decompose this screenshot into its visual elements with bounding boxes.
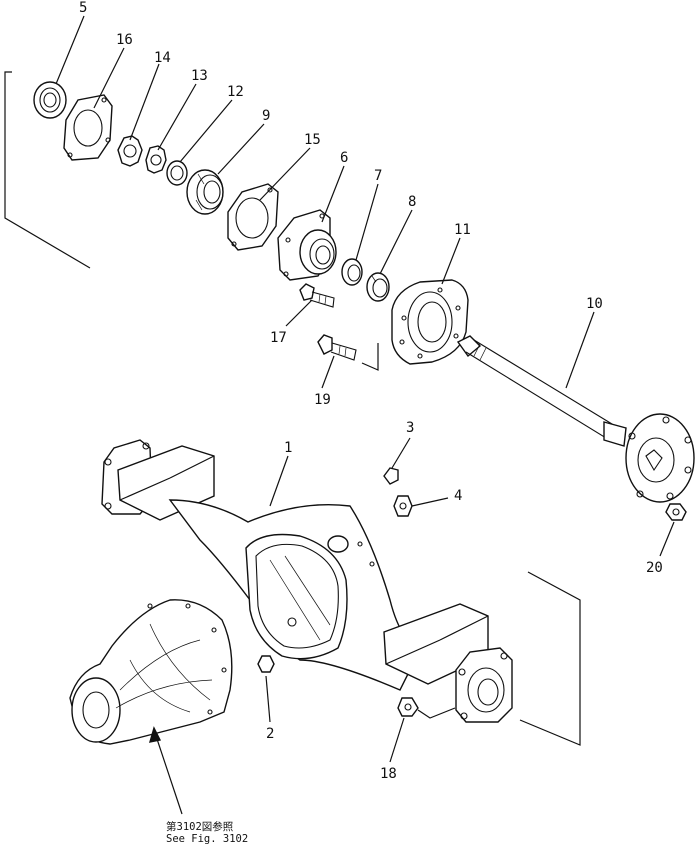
callout-20: 20 — [646, 560, 663, 576]
differential-carrier — [69, 599, 233, 745]
part-6-hub — [277, 209, 337, 281]
part-10-axle-shaft — [456, 335, 695, 503]
callout-11: 11 — [454, 222, 471, 238]
part-3-plug — [383, 467, 399, 485]
reference-english: See Fig. 3102 — [166, 833, 248, 844]
part-15-gasket — [227, 183, 279, 251]
part-20-nut — [665, 503, 687, 521]
callout-14: 14 — [154, 50, 171, 66]
callout-labels: 5 16 14 13 12 9 15 6 7 8 11 10 17 19 1 3… — [79, 0, 663, 782]
part-8-bearing — [366, 272, 390, 302]
reference-japanese: 第3102図参照 — [166, 820, 234, 833]
callout-7: 7 — [374, 168, 382, 184]
part-14-lock-nut — [117, 135, 143, 167]
callout-10: 10 — [586, 296, 603, 312]
part-2-plug — [257, 655, 275, 673]
part-13-lock-washer — [145, 145, 167, 174]
figure-reference: 第3102図参照 See Fig. 3102 — [166, 820, 248, 844]
callout-12: 12 — [227, 84, 244, 100]
callout-8: 8 — [408, 194, 416, 210]
callout-6: 6 — [340, 150, 348, 166]
leader-lines — [55, 15, 675, 815]
part-5-seal — [33, 81, 67, 119]
upper-left-bracket — [4, 71, 91, 269]
part-18-nut — [397, 697, 419, 717]
callout-4: 4 — [454, 488, 462, 504]
short-guide-lines — [361, 343, 456, 719]
callout-17: 17 — [270, 330, 287, 346]
part-11-cover-plate — [391, 279, 469, 365]
callout-13: 13 — [191, 68, 208, 84]
part-7-bearing-race — [341, 258, 363, 286]
callout-2: 2 — [266, 726, 274, 742]
part-1-axle-housing — [101, 439, 513, 723]
callout-16: 16 — [116, 32, 133, 48]
lower-right-bracket — [519, 571, 581, 746]
part-16-gasket — [63, 94, 113, 161]
part-9-bearing — [186, 169, 224, 215]
callout-3: 3 — [406, 420, 414, 436]
callout-5: 5 — [79, 0, 87, 16]
callout-19: 19 — [314, 392, 331, 408]
callout-1: 1 — [284, 440, 292, 456]
callout-9: 9 — [262, 108, 270, 124]
callout-18: 18 — [380, 766, 397, 782]
callout-15: 15 — [304, 132, 321, 148]
part-12-washer — [166, 160, 188, 186]
part-4-breather — [393, 495, 413, 517]
part-19-bolt — [317, 334, 357, 361]
part-17-bolt — [299, 283, 335, 308]
